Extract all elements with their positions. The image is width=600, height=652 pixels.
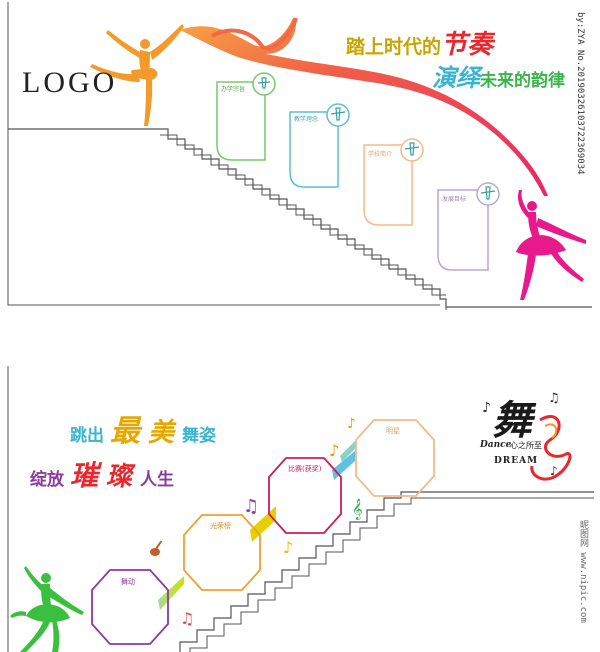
top-staircase xyxy=(8,128,592,308)
panel-label-2: 教学理念 xyxy=(294,116,319,123)
dancer-pink-icon xyxy=(516,190,586,300)
board-label-1: 舞动 xyxy=(121,578,135,586)
board-frame-1 xyxy=(91,569,169,645)
brand-swirl xyxy=(530,415,572,481)
board-frame-4 xyxy=(355,419,435,497)
top-slogan2-a: 演绎 xyxy=(432,64,480,92)
brand-swirl-2 xyxy=(544,423,558,439)
bottom-slogan1-d: 舞姿 xyxy=(182,426,217,446)
bottom-panel: ♫ ♪ ♫ ♪ ♪ 𝄞 ♪ ♫ ♪ xyxy=(7,366,594,652)
ribbon-loop xyxy=(211,17,298,51)
bottom-slogan-line2: 绽放璀璨人生 xyxy=(30,454,174,494)
dancer-green-icon xyxy=(10,566,84,652)
music-note-icon-3: ♫ xyxy=(180,609,194,628)
top-panel xyxy=(7,2,592,310)
panel-badge-4 xyxy=(476,182,500,206)
top-slogan2-b: 未来的韵律 xyxy=(480,71,565,91)
top-slogan-line1: 踏上时代的节奏 xyxy=(346,24,493,61)
guitar-icon xyxy=(150,540,163,556)
bottom-slogan1-c: 美 xyxy=(148,418,175,448)
board-frame-3 xyxy=(268,457,342,534)
strip-teal xyxy=(340,440,356,462)
panel-badge-3 xyxy=(400,138,424,162)
top-slogan-line2: 演绎未来的韵律 xyxy=(432,58,565,93)
brand-dream-word: DREAM xyxy=(494,456,539,466)
ballerina-icon-2 xyxy=(330,107,346,121)
bottom-slogan-line1: 跳出最美舞姿 xyxy=(70,406,216,450)
brand-glyph: 舞 xyxy=(492,397,532,444)
top-frame xyxy=(7,2,440,306)
bottom-slogan2-c: 璨 xyxy=(106,462,133,492)
brand-dance-word: Dance xyxy=(480,440,512,450)
bottom-slogan2-a: 绽放 xyxy=(30,470,64,490)
logo-text: LOGO xyxy=(22,66,118,99)
dancer-top-icon xyxy=(90,24,184,126)
music-note-icon-2: ♪ xyxy=(283,538,293,557)
panel-badge-2 xyxy=(326,103,350,127)
top-slogan1-b: 节奏 xyxy=(441,30,494,60)
music-note-icon-8: ♪ xyxy=(550,464,558,478)
treble-clef-icon: 𝄞 xyxy=(352,499,363,520)
site-watermark: 昵图网 www.nipic.com xyxy=(578,520,588,623)
panel-frame-2 xyxy=(289,111,339,188)
panel-frame-3 xyxy=(363,144,413,226)
panel-frame-1 xyxy=(216,81,266,161)
panel-frame-4 xyxy=(437,189,489,271)
board-label-2: 光荣榜 xyxy=(210,522,231,530)
board-label-4: 明星 xyxy=(386,427,400,435)
bottom-staircase-inner xyxy=(189,497,594,652)
strip-green xyxy=(158,576,184,610)
music-note-icon-4: ♪ xyxy=(329,441,339,460)
panel-label-1: 办学宗旨 xyxy=(221,86,246,93)
top-staircase-inner xyxy=(160,134,446,296)
bottom-slogan1-b: 最 xyxy=(110,414,140,449)
music-notes: ♫ ♪ ♫ ♪ ♪ 𝄞 ♪ ♫ ♪ xyxy=(180,391,560,628)
panel-label-4: 发展目标 xyxy=(442,196,467,203)
board-label-3: 比赛(获奖) xyxy=(288,465,322,473)
panel-label-3: 学校简介 xyxy=(368,151,393,158)
music-note-icon-6: ♪ xyxy=(482,400,491,416)
ballerina-icon-3 xyxy=(404,142,420,156)
music-note-icon-1: ♫ xyxy=(243,496,259,517)
music-note-icon-5: ♪ xyxy=(347,416,356,432)
top-info-panels xyxy=(216,72,500,271)
top-slogan1-a: 踏上时代的 xyxy=(346,36,442,58)
bottom-slogan2-d: 人生 xyxy=(140,470,175,490)
ballerina-icon-4 xyxy=(480,186,496,200)
bottom-slogan1-a: 跳出 xyxy=(70,426,104,446)
ribbon xyxy=(180,18,548,197)
board-frame-2 xyxy=(183,514,261,591)
bottom-staircase xyxy=(179,491,594,652)
ballerina-icon-1 xyxy=(257,77,271,89)
image-watermark: by:ZYA No.20190326103722369034 xyxy=(575,12,585,175)
bottom-slogan2-b: 璀 xyxy=(70,459,99,492)
brand-subtitle: 心之所至 xyxy=(510,441,542,450)
music-note-icon-7: ♫ xyxy=(548,391,560,406)
panel-badge-1 xyxy=(252,72,276,96)
